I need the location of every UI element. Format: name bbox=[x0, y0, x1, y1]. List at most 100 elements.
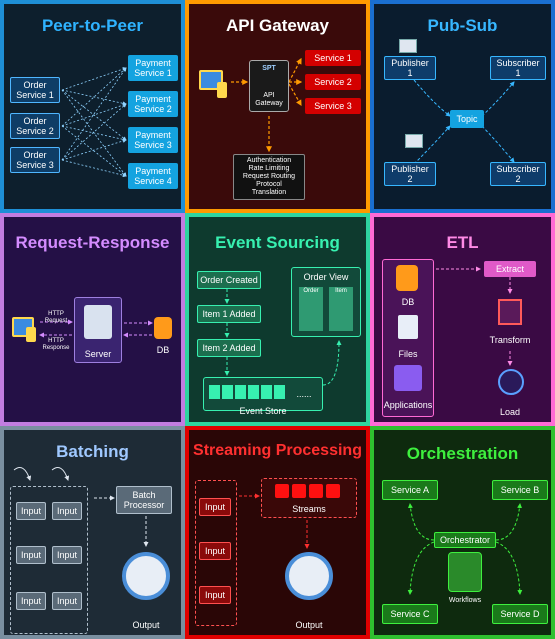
order-service-2[interactable]: Order Service 2 bbox=[10, 113, 60, 139]
gateway-logo: SPT bbox=[262, 65, 276, 72]
orchestration-arrows bbox=[407, 503, 523, 595]
input-batch-box bbox=[10, 486, 88, 634]
event-store-dots: ...... bbox=[296, 389, 312, 399]
transform-label: Transform bbox=[489, 335, 531, 345]
workflows-icon bbox=[448, 552, 482, 592]
gateway-service-1[interactable]: Service 1 bbox=[305, 50, 361, 66]
panel-peer-to-peer: Peer-to-Peer Order Service 1 Order Servi… bbox=[0, 0, 185, 213]
envelope-icon bbox=[399, 39, 417, 53]
gateway-arrows bbox=[231, 57, 303, 153]
output-label: Output bbox=[295, 620, 323, 630]
streams-label: Streams bbox=[292, 504, 326, 514]
batch-input[interactable]: Input bbox=[52, 502, 82, 520]
panel-streaming-processing: Streaming Processing Input Input Input S… bbox=[185, 426, 370, 639]
extract-step[interactable]: Extract bbox=[484, 261, 536, 277]
stream-cells bbox=[275, 484, 340, 498]
stream-input[interactable]: Input bbox=[199, 498, 231, 516]
reqres-arrows bbox=[39, 319, 153, 338]
gateway-service-3[interactable]: Service 3 bbox=[305, 98, 361, 114]
output-icon bbox=[122, 552, 170, 600]
output-label: Output bbox=[132, 620, 160, 630]
service-a[interactable]: Service A bbox=[382, 480, 438, 500]
event-store-cells bbox=[209, 385, 285, 399]
load-label: Load bbox=[499, 407, 521, 417]
db-label: DB bbox=[156, 345, 170, 355]
http-request-label: HTTP Request bbox=[44, 311, 68, 324]
payment-service-3[interactable]: Payment Service 3 bbox=[128, 127, 178, 153]
service-d[interactable]: Service D bbox=[492, 604, 548, 624]
panel-batching: Batching Input Input Input Input Input I… bbox=[0, 426, 185, 639]
panel-title: ETL bbox=[446, 233, 479, 252]
http-response-label: HTTP Response bbox=[42, 338, 70, 351]
files-icon bbox=[398, 315, 418, 339]
batch-input[interactable]: Input bbox=[16, 592, 46, 610]
panel-etl: ETL DB Files Applications Extract Transf… bbox=[370, 213, 555, 426]
topic[interactable]: Topic bbox=[450, 110, 484, 128]
publisher-1[interactable]: Publisher 1 bbox=[384, 56, 436, 80]
stream-input-box bbox=[195, 480, 237, 626]
order-service-3[interactable]: Order Service 3 bbox=[10, 147, 60, 173]
batch-input[interactable]: Input bbox=[52, 592, 82, 610]
panel-pub-sub: Pub-Sub Publisher 1 Subscriber 1 Topic P… bbox=[370, 0, 555, 213]
service-b[interactable]: Service B bbox=[492, 480, 548, 500]
order-view-label: Order View bbox=[303, 272, 349, 282]
source-applications: Applications bbox=[383, 400, 433, 410]
gateway-label: API Gateway bbox=[255, 92, 283, 107]
panel-title: Request-Response bbox=[15, 233, 170, 252]
applications-icon bbox=[394, 365, 422, 391]
view-column-order: Order bbox=[299, 287, 323, 331]
view-column-item: Item bbox=[329, 287, 353, 331]
panel-api-gateway: API Gateway SPT API Gateway Service 1 Se… bbox=[185, 0, 370, 213]
phone-icon bbox=[26, 327, 36, 342]
order-service-1[interactable]: Order Service 1 bbox=[10, 77, 60, 103]
gateway-features: Authentication Rate Limiting Request Rou… bbox=[233, 154, 305, 200]
panel-request-response: Request-Response HTTP Request HTTP Respo… bbox=[0, 213, 185, 426]
stream-input[interactable]: Input bbox=[199, 542, 231, 560]
db-icon bbox=[154, 317, 172, 339]
source-files: Files bbox=[398, 349, 418, 359]
streaming-arrows bbox=[239, 493, 310, 549]
output-icon bbox=[285, 552, 333, 600]
batch-input[interactable]: Input bbox=[16, 502, 46, 520]
panel-title: API Gateway bbox=[226, 16, 329, 35]
batching-arrows bbox=[13, 467, 149, 547]
batch-input[interactable]: Input bbox=[52, 546, 82, 564]
subscriber-2[interactable]: Subscriber 2 bbox=[490, 162, 546, 186]
orchestrator[interactable]: Orchestrator bbox=[434, 532, 496, 548]
panel-title: Pub-Sub bbox=[427, 16, 498, 35]
workflows-label: Workflows bbox=[448, 597, 482, 604]
publisher-2[interactable]: Publisher 2 bbox=[384, 162, 436, 186]
phone-icon bbox=[217, 82, 227, 98]
source-db: DB bbox=[401, 297, 415, 307]
etl-arrows bbox=[436, 266, 513, 366]
load-icon bbox=[498, 369, 524, 395]
event-store-label: Event Store bbox=[239, 406, 287, 416]
panel-title: Streaming Processing bbox=[193, 442, 362, 459]
batch-processor[interactable]: Batch Processor bbox=[116, 486, 172, 514]
service-c[interactable]: Service C bbox=[382, 604, 438, 624]
panel-title: Batching bbox=[56, 442, 129, 461]
event-order-created[interactable]: Order Created bbox=[197, 271, 261, 289]
subscriber-1[interactable]: Subscriber 1 bbox=[490, 56, 546, 80]
gateway-service-2[interactable]: Service 2 bbox=[305, 74, 361, 90]
panel-orchestration: Orchestration Service A Service B Orches… bbox=[370, 426, 555, 639]
event-item-2-added[interactable]: Item 2 Added bbox=[197, 339, 261, 357]
event-item-1-added[interactable]: Item 1 Added bbox=[197, 305, 261, 323]
gateway-building-icon bbox=[249, 60, 289, 112]
panel-title: Peer-to-Peer bbox=[41, 16, 144, 35]
batch-input[interactable]: Input bbox=[16, 546, 46, 564]
panel-title: Orchestration bbox=[406, 444, 519, 463]
panel-title: Event Sourcing bbox=[215, 233, 340, 252]
p2p-connections bbox=[61, 67, 127, 178]
transform-icon bbox=[498, 299, 522, 325]
server-label: Server bbox=[84, 349, 112, 359]
stream-input[interactable]: Input bbox=[199, 586, 231, 604]
db-icon bbox=[396, 265, 418, 291]
payment-service-4[interactable]: Payment Service 4 bbox=[128, 163, 178, 189]
panel-event-sourcing: Event Sourcing Order Created Item 1 Adde… bbox=[185, 213, 370, 426]
event-sourcing-arrows bbox=[224, 289, 342, 386]
envelope-icon bbox=[405, 134, 423, 148]
payment-service-2[interactable]: Payment Service 2 bbox=[128, 91, 178, 117]
payment-service-1[interactable]: Payment Service 1 bbox=[128, 55, 178, 81]
pubsub-arrows bbox=[413, 79, 515, 165]
